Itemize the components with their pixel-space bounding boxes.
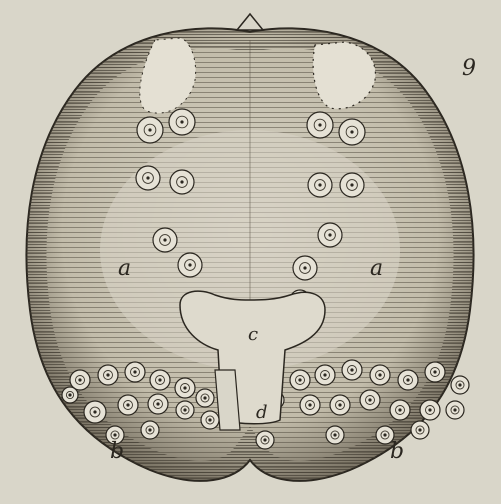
- cell-nucleus: [183, 408, 186, 411]
- cell-nucleus: [298, 378, 301, 381]
- cell-nucleus: [428, 408, 431, 411]
- cell-nucleus: [133, 370, 136, 373]
- cell-nucleus: [148, 128, 151, 131]
- cell-nucleus: [378, 373, 381, 376]
- cell-nucleus: [433, 370, 436, 373]
- cell-nucleus: [453, 408, 456, 411]
- cell-nucleus: [418, 428, 421, 431]
- cell-nucleus: [328, 233, 331, 236]
- cell-nucleus: [180, 120, 183, 123]
- label-b-left: b: [110, 439, 124, 464]
- cell-nucleus: [188, 263, 191, 266]
- cell-nucleus: [308, 403, 311, 406]
- label-a-right: a: [370, 256, 383, 281]
- cell-nucleus: [126, 403, 129, 406]
- label-b-right: b: [390, 439, 404, 464]
- label-a-left: a: [118, 256, 131, 281]
- cell-nucleus: [113, 433, 116, 436]
- corner-label: 9: [462, 56, 476, 81]
- cell-nucleus: [158, 378, 161, 381]
- cell-nucleus: [350, 368, 353, 371]
- cell-nucleus: [106, 373, 109, 376]
- cell-nucleus: [318, 183, 321, 186]
- cell-nucleus: [383, 433, 386, 436]
- cell-nucleus: [208, 418, 211, 421]
- cell-nucleus: [183, 386, 186, 389]
- cell-nucleus: [263, 438, 266, 441]
- cell-nucleus: [148, 428, 151, 431]
- cell-nucleus: [93, 410, 96, 413]
- cell-nucleus: [350, 130, 353, 133]
- cell-nucleus: [68, 393, 71, 396]
- cell-nucleus: [203, 396, 206, 399]
- cell-nucleus: [163, 238, 166, 241]
- cell-nucleus: [180, 180, 183, 183]
- cell-nucleus: [398, 408, 401, 411]
- label-c: c: [248, 324, 258, 345]
- cell-nucleus: [318, 123, 321, 126]
- label-d: d: [256, 402, 268, 423]
- cell-nucleus: [333, 433, 336, 436]
- cell-nucleus: [350, 183, 353, 186]
- cell-nucleus: [368, 398, 371, 401]
- cell-nucleus: [146, 176, 149, 179]
- cell-nucleus: [156, 402, 159, 405]
- cell-nucleus: [323, 373, 326, 376]
- cell-nucleus: [458, 383, 461, 386]
- cell-nucleus: [303, 266, 306, 269]
- cell-nucleus: [338, 403, 341, 406]
- cell-nucleus: [78, 378, 81, 381]
- cell-nucleus: [406, 378, 409, 381]
